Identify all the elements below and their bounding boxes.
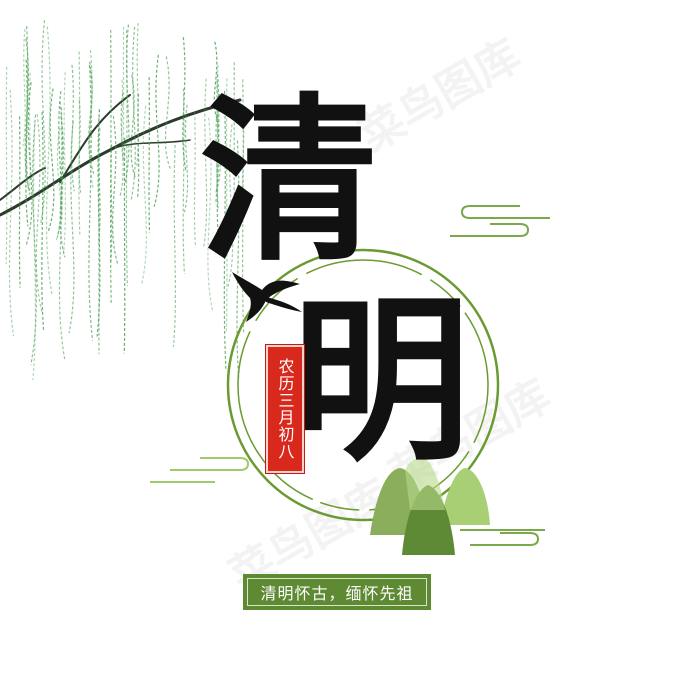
mountains (370, 457, 490, 555)
cloud-left (150, 457, 250, 483)
title-char-qing: 清 (200, 76, 378, 285)
swallow-icon (232, 272, 302, 322)
cloud-bottom-right (460, 529, 545, 546)
cloud-top-right (450, 205, 550, 237)
title-char-ming: 明 (292, 276, 470, 485)
decor-ring (226, 248, 500, 522)
slogan-text: 清明怀古，缅怀先祖 (247, 578, 427, 606)
lunar-date-seal: 农历三月初八 (266, 345, 304, 473)
slogan-banner: 清明怀古，缅怀先祖 (243, 574, 431, 610)
decor-ring-inner (237, 259, 489, 511)
